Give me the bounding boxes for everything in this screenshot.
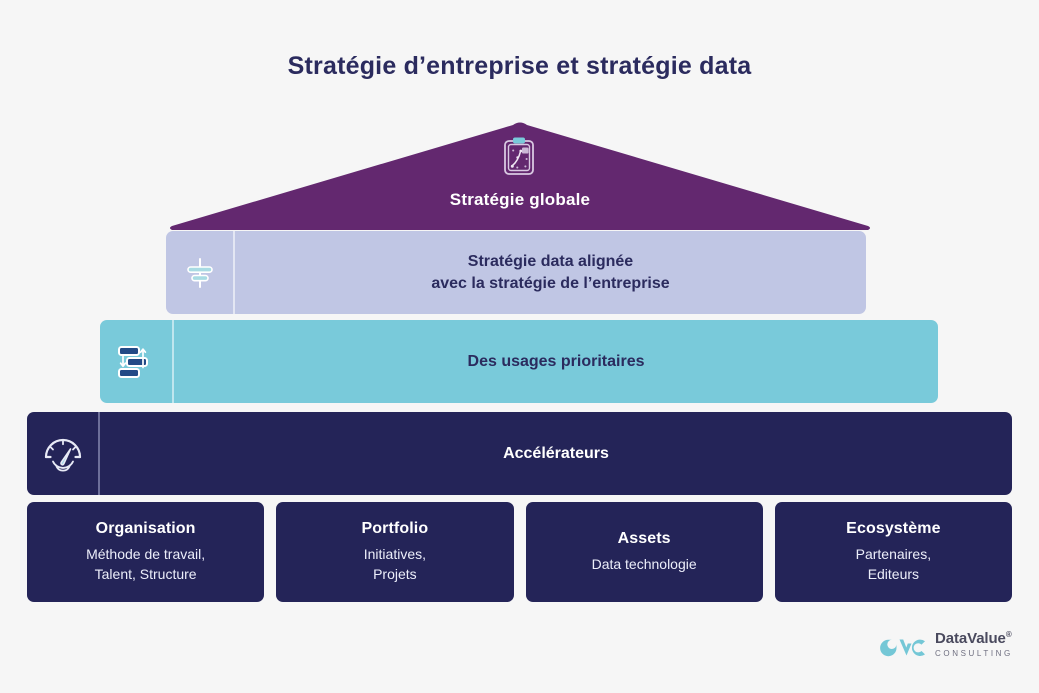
foundation-cards: Organisation Méthode de travail, Talent,… — [27, 502, 1012, 602]
layer-usages-prioritaires[interactable]: Des usages prioritaires — [100, 320, 938, 403]
clipboard-chart-icon — [497, 134, 541, 178]
card-title: Ecosystème — [846, 520, 941, 538]
card-portfolio[interactable]: Portfolio Initiatives, Projets — [276, 502, 514, 602]
speedometer-icon — [27, 412, 98, 495]
logo-subtitle: CONSULTING — [935, 649, 1013, 659]
card-title: Assets — [617, 529, 671, 547]
logo-text: DataValue® CONSULTING — [935, 631, 1013, 658]
card-organisation[interactable]: Organisation Méthode de travail, Talent,… — [27, 502, 265, 602]
layer-strategie-data-alignee[interactable]: Stratégie data alignée avec la stratégie… — [166, 231, 866, 314]
roof-shape — [168, 118, 872, 232]
band-divider — [233, 231, 235, 314]
dvc-monogram-icon — [880, 628, 928, 662]
card-title: Organisation — [95, 520, 196, 538]
logo-name: DataValue® — [935, 631, 1013, 647]
layer-label: Stratégie data alignée avec la stratégie… — [235, 231, 866, 314]
card-description: Data technologie — [591, 555, 697, 572]
card-description: Initiatives, Projets — [363, 546, 426, 582]
card-title: Portfolio — [361, 520, 429, 538]
card-assets[interactable]: Assets Data technologie — [525, 502, 763, 602]
layer-label: Des usages prioritaires — [174, 320, 938, 403]
band-divider — [172, 320, 174, 403]
card-description: Méthode de travail, Talent, Structure — [86, 546, 206, 582]
layer-label-text: Accélérateurs — [503, 444, 609, 462]
layer-label-text: Des usages prioritaires — [467, 352, 645, 370]
card-description: Partenaires, Editeurs — [855, 546, 932, 582]
band-divider — [98, 412, 100, 495]
logo-name-text: DataValue — [935, 630, 1006, 648]
priority-list-icon — [100, 320, 172, 403]
brand-logo: DataValue® CONSULTING — [880, 624, 1012, 666]
alignment-icon — [166, 231, 233, 314]
layer-label-line2: avec la stratégie de l’entreprise — [431, 274, 670, 292]
registered-mark: ® — [1005, 630, 1012, 640]
layer-label-line1: Stratégie data alignée — [467, 253, 634, 271]
roof-label: Stratégie globale — [449, 190, 591, 209]
card-ecosysteme[interactable]: Ecosystème Partenaires, Editeurs — [774, 502, 1012, 602]
roof-triangle-icon — [170, 122, 870, 230]
layer-accelerateurs[interactable]: Accélérateurs — [27, 412, 1012, 495]
layer-label: Accélérateurs — [100, 412, 1012, 495]
page-title: Stratégie d’entreprise et stratégie data — [287, 52, 752, 80]
